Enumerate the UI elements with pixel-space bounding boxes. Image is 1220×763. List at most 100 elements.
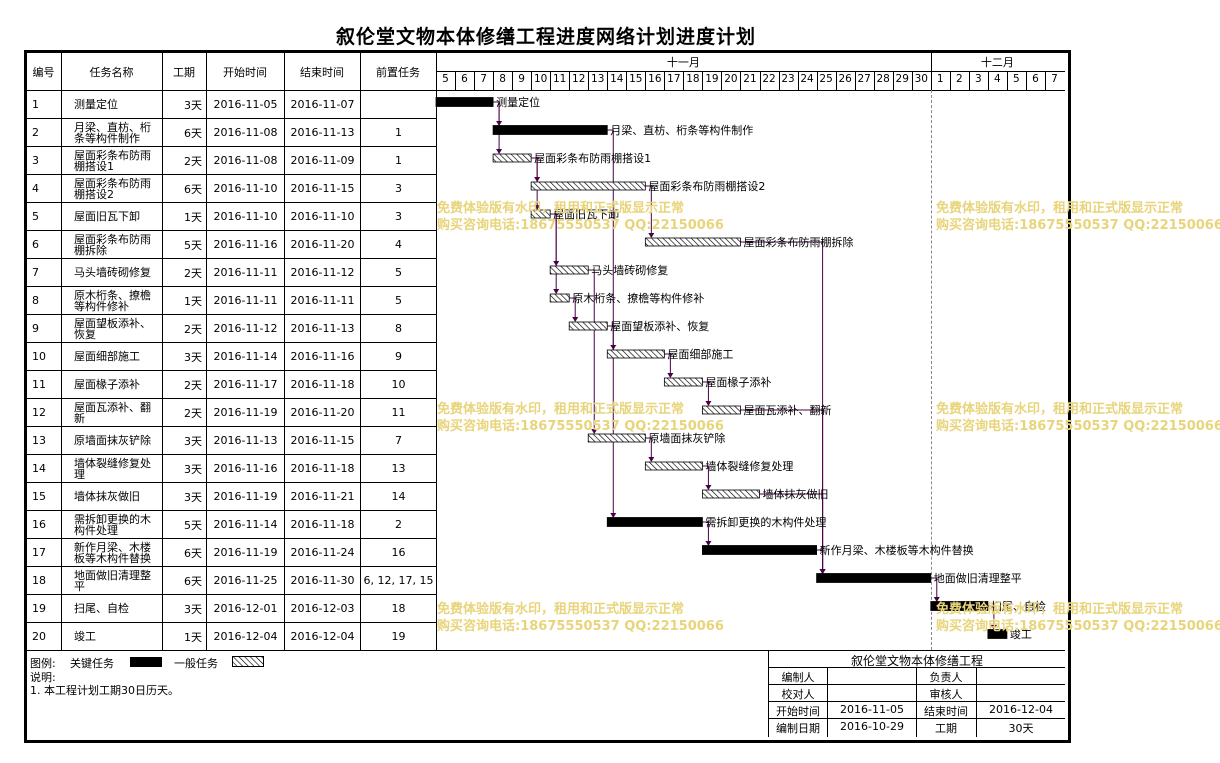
task-pred: 1	[395, 126, 402, 139]
task-start: 2016-11-08	[213, 126, 278, 139]
dependency-link	[588, 269, 595, 433]
schedule-frame	[24, 50, 1071, 743]
day-tick: 7	[480, 73, 487, 85]
day-tick: 20	[724, 73, 738, 85]
column-divider	[162, 53, 163, 650]
critical-task-bar	[987, 629, 1008, 639]
legend-normal-swatch	[232, 656, 264, 667]
row-divider	[26, 118, 436, 119]
task-duration: 2天	[184, 378, 202, 392]
bar-label: 月梁、直枋、桁条等构件制作	[610, 123, 753, 137]
day-tick: 10	[533, 73, 548, 85]
table-bottom-line	[26, 650, 1065, 651]
task-start: 2016-11-16	[213, 462, 278, 475]
bar-label: 竣工	[1010, 627, 1032, 641]
task-name: 月梁、直枋、桁条等构件制作	[74, 120, 151, 145]
day-tick: 18	[686, 73, 700, 85]
day-tick: 25	[819, 73, 833, 85]
day-divider	[969, 71, 970, 90]
row-divider	[26, 594, 436, 595]
row-id: 11	[32, 378, 46, 391]
info-project-name: 叙伦堂文物本体修缮工程	[850, 654, 983, 668]
info-editor-label: 编制人	[781, 671, 815, 684]
normal-task-bar	[644, 237, 741, 247]
info-reviewer-label: 审核人	[929, 688, 963, 701]
info-checker-label: 校对人	[781, 688, 815, 701]
critical-task-bar	[930, 601, 989, 611]
dependency-link	[493, 101, 500, 153]
column-divider	[360, 53, 361, 650]
day-tick: 22	[762, 73, 776, 85]
task-name: 屋面椽子添补	[74, 378, 140, 391]
row-divider	[26, 258, 436, 259]
task-pred: 1	[395, 154, 402, 167]
dependency-link	[702, 521, 709, 545]
month-label: 十一月	[666, 56, 700, 69]
day-divider	[664, 71, 665, 90]
task-duration: 6天	[184, 574, 202, 588]
task-start: 2016-11-10	[213, 210, 278, 223]
task-duration: 2天	[184, 266, 202, 280]
task-end: 2016-11-21	[290, 490, 355, 503]
row-divider	[26, 426, 436, 427]
row-id: 15	[32, 490, 46, 503]
task-pred: 3	[395, 182, 402, 195]
task-start: 2016-11-19	[213, 406, 278, 419]
row-id: 18	[32, 574, 46, 587]
task-end: 2016-11-13	[290, 322, 355, 335]
bar-label: 马头墙砖砌修复	[591, 263, 668, 277]
task-duration: 3天	[184, 602, 202, 616]
task-duration: 2天	[184, 154, 202, 168]
task-end: 2016-11-20	[290, 238, 355, 251]
task-pred: 5	[395, 294, 402, 307]
task-duration: 3天	[184, 490, 202, 504]
task-end: 2016-12-03	[290, 602, 355, 615]
day-tick: 15	[629, 73, 643, 85]
task-duration: 3天	[184, 98, 202, 112]
watermark-text: 免费体验版有水印，租用和正式版显示正常购买咨询电话:18675550537 QQ…	[936, 402, 1220, 434]
normal-task-bar	[530, 181, 646, 191]
row-divider	[26, 538, 436, 539]
normal-task-bar	[702, 405, 741, 415]
task-start: 2016-11-11	[213, 294, 278, 307]
page-title: 叙伦堂文物本体修缮工程进度网络计划进度计划	[335, 26, 756, 48]
day-divider	[893, 71, 894, 90]
info-end-value: 2016-12-04	[989, 703, 1053, 716]
column-divider	[436, 53, 437, 650]
row-id: 6	[32, 238, 39, 251]
watermark-text: 免费体验版有水印，租用和正式版显示正常购买咨询电话:18675550537 QQ…	[437, 602, 724, 634]
dependency-link	[987, 605, 995, 629]
row-id: 2	[32, 126, 39, 139]
info-owner-label: 负责人	[929, 671, 963, 684]
info-period-label: 工期	[935, 722, 957, 735]
dependency-link	[607, 129, 614, 517]
table-header-2: 工期	[173, 65, 195, 79]
bar-label: 屋面瓦添补、翻新	[743, 403, 831, 417]
task-start: 2016-11-16	[213, 238, 278, 251]
dependency-link	[645, 185, 652, 237]
task-start: 2016-12-04	[213, 630, 278, 643]
day-tick: 5	[1013, 73, 1020, 85]
day-divider	[626, 71, 627, 90]
legend-prefix: 图例:	[30, 657, 56, 670]
bar-label: 屋面彩条布防雨棚搭设1	[534, 151, 651, 165]
task-end: 2016-11-16	[290, 350, 355, 363]
task-end: 2016-11-07	[290, 98, 355, 111]
table-header-4: 结束时间	[300, 65, 344, 79]
day-tick: 11	[552, 73, 567, 85]
day-divider	[740, 71, 741, 90]
task-start: 2016-11-19	[213, 490, 278, 503]
bar-label: 屋面细部施工	[667, 347, 733, 361]
bar-label: 测量定位	[496, 95, 540, 109]
info-period-value: 30天	[1008, 722, 1034, 735]
day-divider	[493, 71, 494, 90]
task-start: 2016-11-08	[213, 154, 278, 167]
day-divider	[569, 71, 570, 90]
day-divider	[683, 71, 684, 90]
info-start-label: 开始时间	[776, 705, 820, 718]
bar-label: 墙体裂缝修复处理	[705, 459, 793, 473]
day-divider	[531, 71, 532, 90]
bar-label: 屋面旧瓦下卸	[553, 207, 619, 221]
dependency-arrow	[933, 597, 940, 602]
task-end: 2016-11-15	[290, 434, 355, 447]
